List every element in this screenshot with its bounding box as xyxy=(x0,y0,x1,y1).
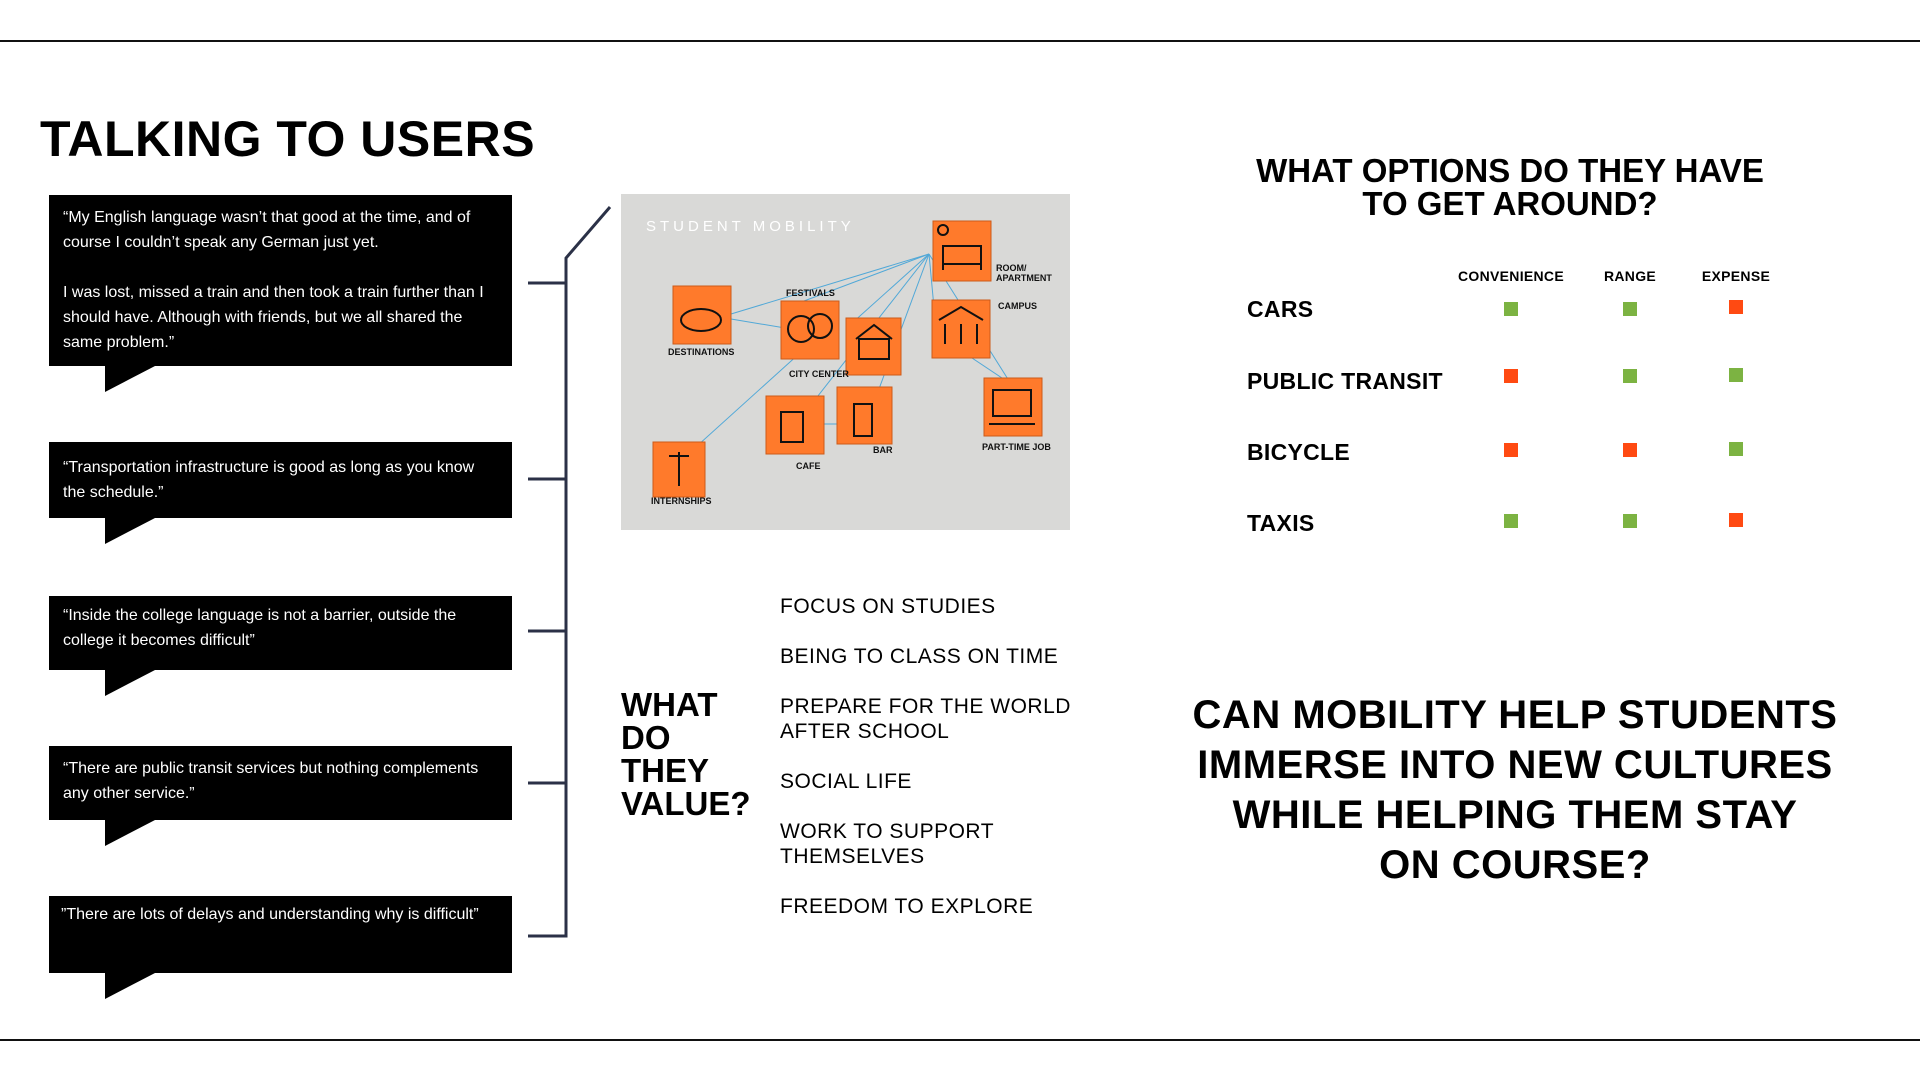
student-mobility-photo: STUDENT MOBILITY ROOM/APARTME xyxy=(621,194,1070,530)
research-question: CAN MOBILITY HELP STUDENTS IMMERSE INTO … xyxy=(1192,693,1838,887)
label-internships: INTERNSHIPS xyxy=(651,496,712,506)
value-item: SOCIAL LIFE xyxy=(780,770,912,793)
label-cafe: CAFE xyxy=(796,461,821,471)
label-room: ROOM/APARTMENT xyxy=(996,263,1052,283)
value-item: FOCUS ON STUDIES xyxy=(780,595,996,618)
rating-cell xyxy=(1729,513,1743,527)
column-header-range: RANGE xyxy=(1603,268,1657,284)
quote-bubble-1: “My English language wasn’t that good at… xyxy=(49,195,512,392)
quote-text-3: “Inside the college language is not a ba… xyxy=(63,607,457,649)
label-part-time-job: PART-TIME JOB xyxy=(982,442,1051,452)
quote-tail xyxy=(105,973,155,999)
quote-bubble-5: ”There are lots of delays and understand… xyxy=(49,896,512,999)
label-city-center: CITY CENTER xyxy=(789,369,849,379)
value-item: BEING TO CLASS ON TIME xyxy=(780,645,1059,668)
label-bar: BAR xyxy=(873,445,893,455)
rating-cell xyxy=(1623,514,1637,528)
rating-cell xyxy=(1504,443,1518,457)
quote-bubble-3: “Inside the college language is not a ba… xyxy=(49,596,512,696)
value-item: FREEDOM TO EXPLORE xyxy=(780,895,1034,918)
row-label-public-transit: PUBLIC TRANSIT xyxy=(1247,368,1443,394)
rating-cell xyxy=(1729,368,1743,382)
label-festivals: FESTIVALS xyxy=(786,288,835,298)
column-header-expense: EXPENSE xyxy=(1701,268,1771,284)
quote-text-2: “Transportation infrastructure is good a… xyxy=(63,459,475,501)
label-campus: CAMPUS xyxy=(998,301,1037,311)
quote-tail xyxy=(105,820,155,846)
quote-tail xyxy=(105,518,155,544)
quote-text-5: ”There are lots of delays and understand… xyxy=(61,906,479,923)
value-item: WORK TO SUPPORT THEMSELVES xyxy=(780,820,995,868)
rating-cell xyxy=(1504,302,1518,316)
column-header-convenience: CONVENIENCE xyxy=(1458,268,1564,284)
quote-text-4: “There are public transit services but n… xyxy=(63,760,479,802)
quote-bubble-4: “There are public transit services but n… xyxy=(49,746,512,846)
bottom-rule xyxy=(0,1039,1920,1041)
row-label-taxis: TAXIS xyxy=(1247,510,1315,536)
rating-cell xyxy=(1504,369,1518,383)
rating-cell xyxy=(1623,443,1637,457)
quote-text-1: “My English language wasn’t that good at… xyxy=(63,209,484,351)
value-heading: WHAT DO THEY VALUE? xyxy=(621,686,751,822)
rating-cell xyxy=(1729,442,1743,456)
page-title: TALKING TO USERS xyxy=(40,111,536,167)
row-label-cars: CARS xyxy=(1247,296,1314,322)
quote-tail xyxy=(105,670,155,696)
quote-tail xyxy=(105,366,155,392)
label-destinations: DESTINATIONS xyxy=(668,347,734,357)
row-label-bicycle: BICYCLE xyxy=(1247,439,1351,465)
board-title: STUDENT MOBILITY xyxy=(646,218,855,235)
value-item: PREPARE FOR THE WORLD AFTER SCHOOL xyxy=(780,695,1071,743)
options-title: WHAT OPTIONS DO THEY HAVE TO GET AROUND? xyxy=(1256,152,1764,222)
rating-cell xyxy=(1729,300,1743,314)
rating-cell xyxy=(1623,369,1637,383)
rating-cell xyxy=(1504,514,1518,528)
top-rule xyxy=(0,40,1920,42)
quote-bubble-2: “Transportation infrastructure is good a… xyxy=(49,442,512,544)
rating-cell xyxy=(1623,302,1637,316)
